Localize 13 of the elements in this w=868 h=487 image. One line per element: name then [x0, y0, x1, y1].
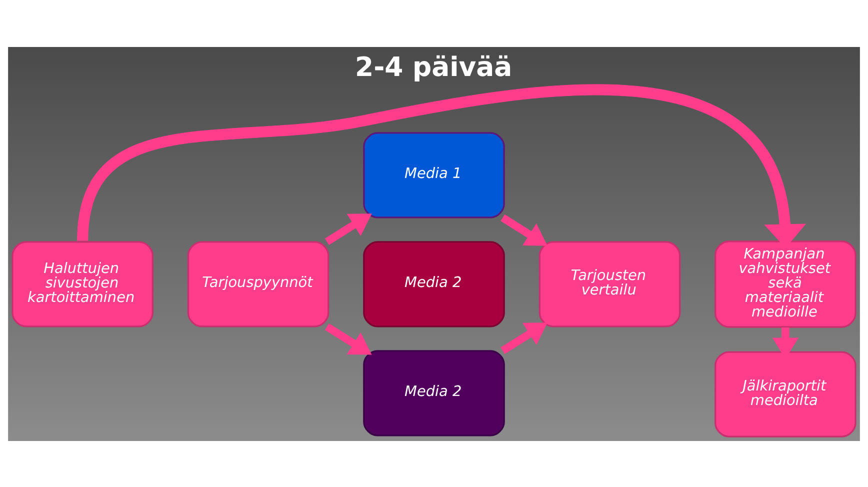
node-box: Tarjouspyynnöt [187, 240, 330, 327]
arrow [500, 322, 548, 354]
arrow [324, 213, 372, 245]
node-box: Haluttujen sivustojen kartoittaminen [12, 240, 154, 327]
node-box: Jälkiraportit medioilta [714, 350, 856, 437]
node-box: Tarjousten vertailu [538, 240, 681, 327]
arrow [324, 322, 372, 354]
arrow [500, 214, 548, 246]
diagram-title: 2-4 päivää [355, 52, 512, 83]
node-box: Media 1 [363, 132, 505, 218]
node-box: Media 2 [363, 240, 505, 327]
node-box: Kampanjan vahvistukset sekä materiaalit medioille [714, 240, 856, 328]
node-box: Media 2 [363, 350, 505, 436]
